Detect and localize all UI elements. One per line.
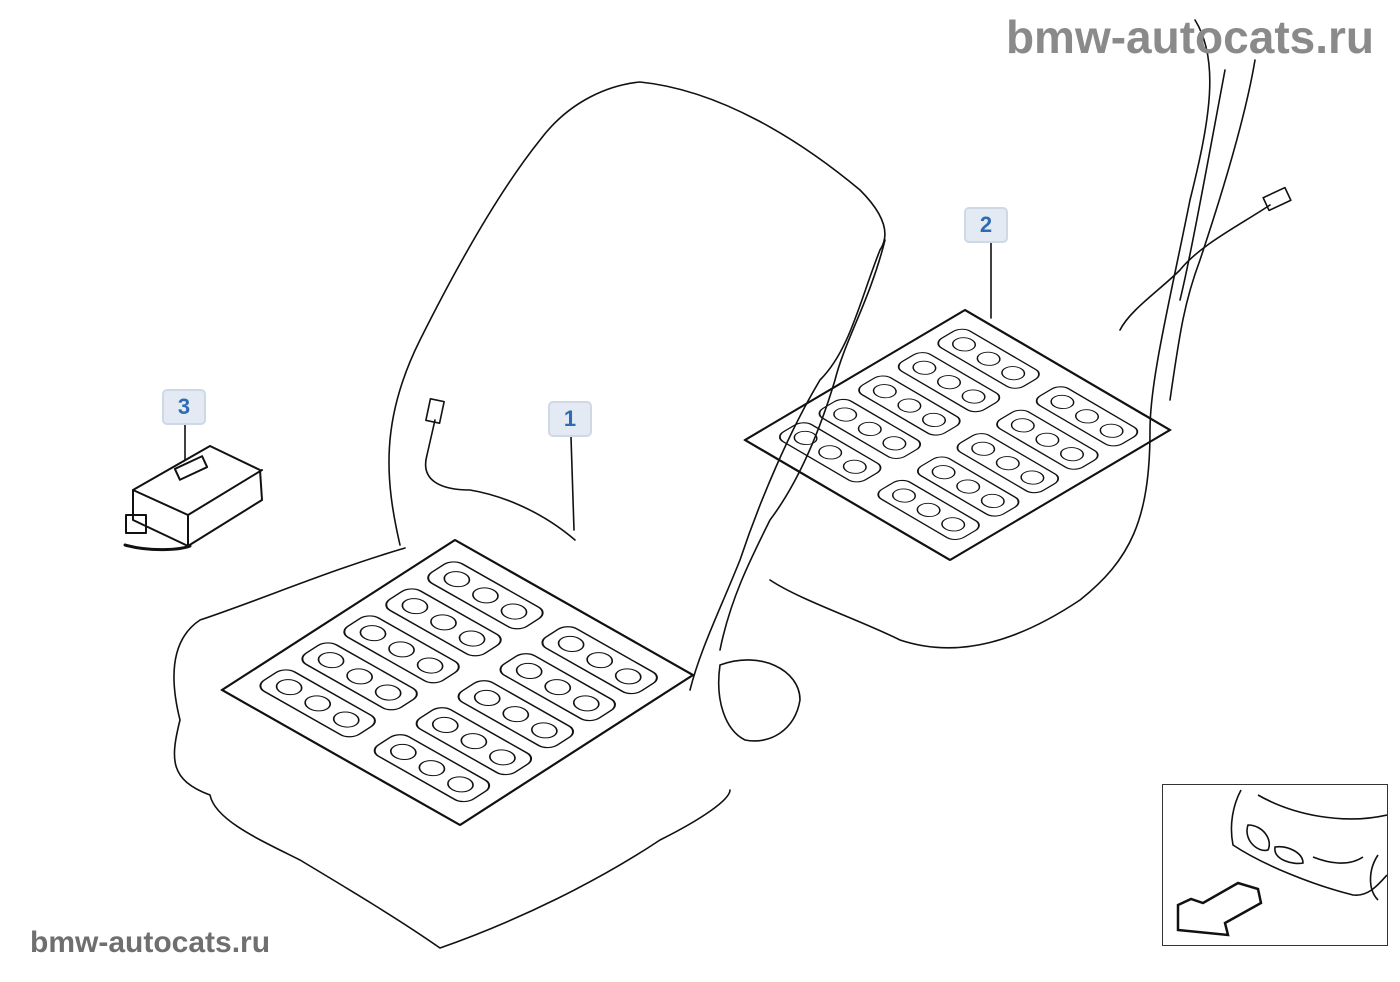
sensor-cell	[1059, 447, 1085, 462]
sensor-strip	[778, 422, 882, 483]
sensor-cell	[961, 389, 986, 404]
sensor-cell	[359, 625, 387, 642]
sensor-cell	[1020, 470, 1045, 485]
sensor-strip	[457, 680, 575, 749]
vehicle-orientation-inset	[1162, 784, 1388, 946]
sensor-cell	[793, 430, 818, 446]
sensor-cell	[374, 684, 402, 701]
sensor-cell	[586, 652, 614, 669]
callout-part-3[interactable]: 3	[162, 389, 206, 425]
sensor-cell	[460, 733, 488, 750]
sensor-cell	[916, 502, 941, 518]
sensor-cell	[951, 337, 977, 352]
callout-part-1[interactable]: 1	[548, 401, 592, 437]
sensor-strip	[996, 409, 1099, 470]
sensor-cell	[500, 603, 528, 620]
sensor-strip	[373, 734, 491, 803]
sensor-cell	[473, 689, 501, 706]
sensor-cell	[515, 662, 543, 679]
sensor-cell	[980, 493, 1005, 509]
sensor-cell	[275, 679, 303, 696]
sensor-cell	[912, 360, 937, 375]
sensor-cell	[443, 571, 471, 588]
control-unit	[123, 445, 263, 552]
sensor-cell	[304, 695, 332, 712]
sensor-cell	[458, 630, 486, 647]
sensor-cell	[1050, 394, 1075, 410]
sensor-strip	[415, 707, 533, 776]
sensor-cell	[1010, 418, 1035, 433]
sensor-cell	[388, 641, 415, 658]
front-seat-backrest	[388, 81, 886, 691]
watermark-top: bmw-autocats.ru	[1005, 11, 1374, 63]
direction-arrow	[1176, 881, 1263, 937]
sensor-cell	[1035, 432, 1060, 447]
sensor-cell	[614, 668, 642, 685]
sensor-cell	[418, 760, 446, 777]
sensor-cell	[1099, 423, 1124, 438]
sensor-strip	[499, 653, 616, 722]
sensor-cell	[572, 695, 600, 712]
callout-part-2[interactable]: 2	[964, 207, 1008, 243]
sensor-cell	[1001, 366, 1026, 381]
sensor-strip	[937, 328, 1040, 389]
sensor-cell	[882, 436, 907, 451]
rear-seat-outline	[769, 19, 1256, 649]
sensor-cell	[833, 407, 858, 422]
sensor-cell	[544, 679, 572, 696]
sensor-strip	[343, 615, 460, 684]
sensor-cell	[557, 635, 585, 652]
sensor-cell	[931, 465, 956, 480]
sensor-cell	[472, 587, 499, 604]
sensor-cell	[897, 398, 922, 413]
sensor-strip	[385, 588, 502, 657]
sensor-cell	[332, 711, 360, 728]
front-mat-connector	[425, 397, 445, 425]
sensor-cell	[956, 479, 981, 494]
sensor-strip	[259, 669, 376, 738]
sensor-strip	[916, 456, 1020, 517]
sensor-cell	[416, 657, 444, 674]
sensor-cell	[971, 441, 996, 456]
sensor-cell	[502, 706, 530, 723]
sensor-cell	[818, 445, 843, 460]
sensor-cell	[401, 598, 429, 615]
sensor-cell	[936, 375, 962, 390]
sensor-strip	[818, 398, 922, 460]
sensor-cell	[317, 652, 345, 669]
sensor-strip	[1035, 386, 1139, 447]
rear-mat-connector	[1262, 186, 1292, 212]
sensor-strip	[541, 626, 658, 695]
front-seat-cushion	[173, 547, 801, 949]
sensor-cell	[872, 384, 897, 399]
sensor-strip	[877, 479, 980, 541]
sensor-strip	[897, 352, 1001, 413]
callout-1-leader	[570, 436, 575, 531]
rear-seat-occupancy-mat	[743, 309, 1172, 561]
sensor-cell	[346, 668, 373, 685]
sensor-cell	[842, 459, 867, 474]
sensor-cell	[430, 614, 457, 631]
sensor-cell	[941, 517, 966, 532]
sensor-cell	[447, 776, 474, 793]
sensor-strip	[427, 561, 544, 630]
sensor-cell	[976, 351, 1001, 366]
car-front-arrow-icon	[1176, 789, 1388, 937]
sensor-cell	[1074, 409, 1100, 424]
sensor-cell	[921, 412, 947, 428]
sensor-strip	[956, 433, 1060, 494]
sensor-cell	[891, 488, 917, 503]
sensor-cell	[489, 749, 516, 766]
sensor-cell	[857, 421, 882, 437]
sensor-cell	[530, 722, 558, 739]
sensor-cell	[431, 716, 459, 733]
front-mat-cable	[424, 419, 576, 541]
sensor-cell	[389, 743, 417, 760]
watermark-bottom: bmw-autocats.ru	[30, 926, 271, 959]
sensor-strip	[858, 375, 961, 436]
front-seat-occupancy-mat	[220, 539, 695, 826]
sensor-strip	[301, 642, 418, 711]
rear-mat-cable	[1119, 204, 1271, 331]
sensor-cell	[995, 456, 1020, 471]
